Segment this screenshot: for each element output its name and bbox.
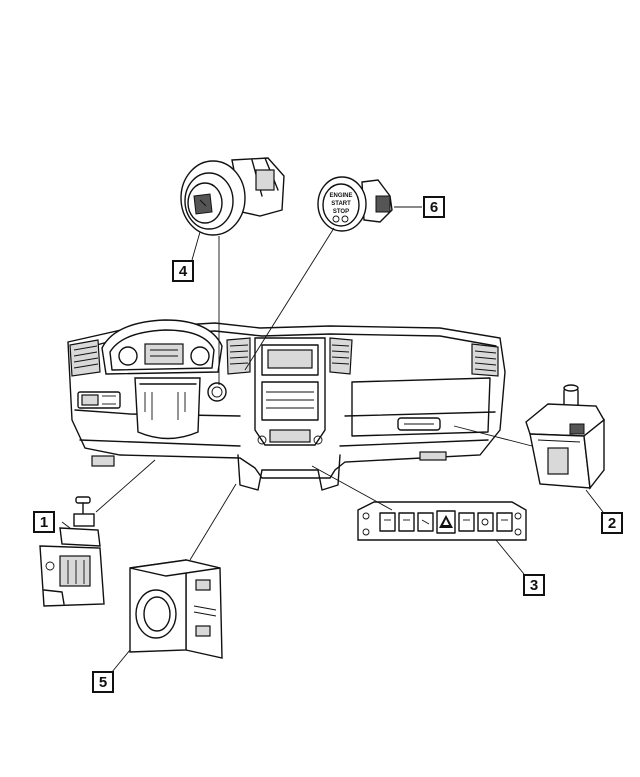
console-brackets [237,454,341,491]
headlamp-switch-panel [77,391,121,409]
callout-6: 6 [423,196,445,218]
start-button-line2: START [331,201,351,207]
callout-3: 3 [523,574,545,596]
leader-lines [61,206,604,673]
steering-column-cover [134,377,201,440]
callout-2: 2 [601,512,623,534]
callout-5: 5 [92,671,114,693]
center-stack [254,337,326,446]
center-right-vent [329,337,353,375]
instrument-cluster [101,319,223,375]
hazard-switch-bank [357,501,527,541]
start-button-line1: ENGINE [329,193,352,199]
ignition-bezel [207,382,227,402]
right-air-vent [471,343,499,377]
callout-1: 1 [33,511,55,533]
callout-4: 4 [172,260,194,282]
instrument-panel [67,319,506,491]
glove-box [351,377,491,437]
shift-control-module [525,384,605,490]
center-left-vent [226,337,251,375]
ignition-switch [180,157,285,236]
engine-start-stop-button: ENGINE START STOP [317,176,393,232]
start-button-line3: STOP [333,209,349,215]
left-air-vent [69,339,101,377]
switch-module [129,559,223,659]
brake-lamp-switch [39,496,105,607]
